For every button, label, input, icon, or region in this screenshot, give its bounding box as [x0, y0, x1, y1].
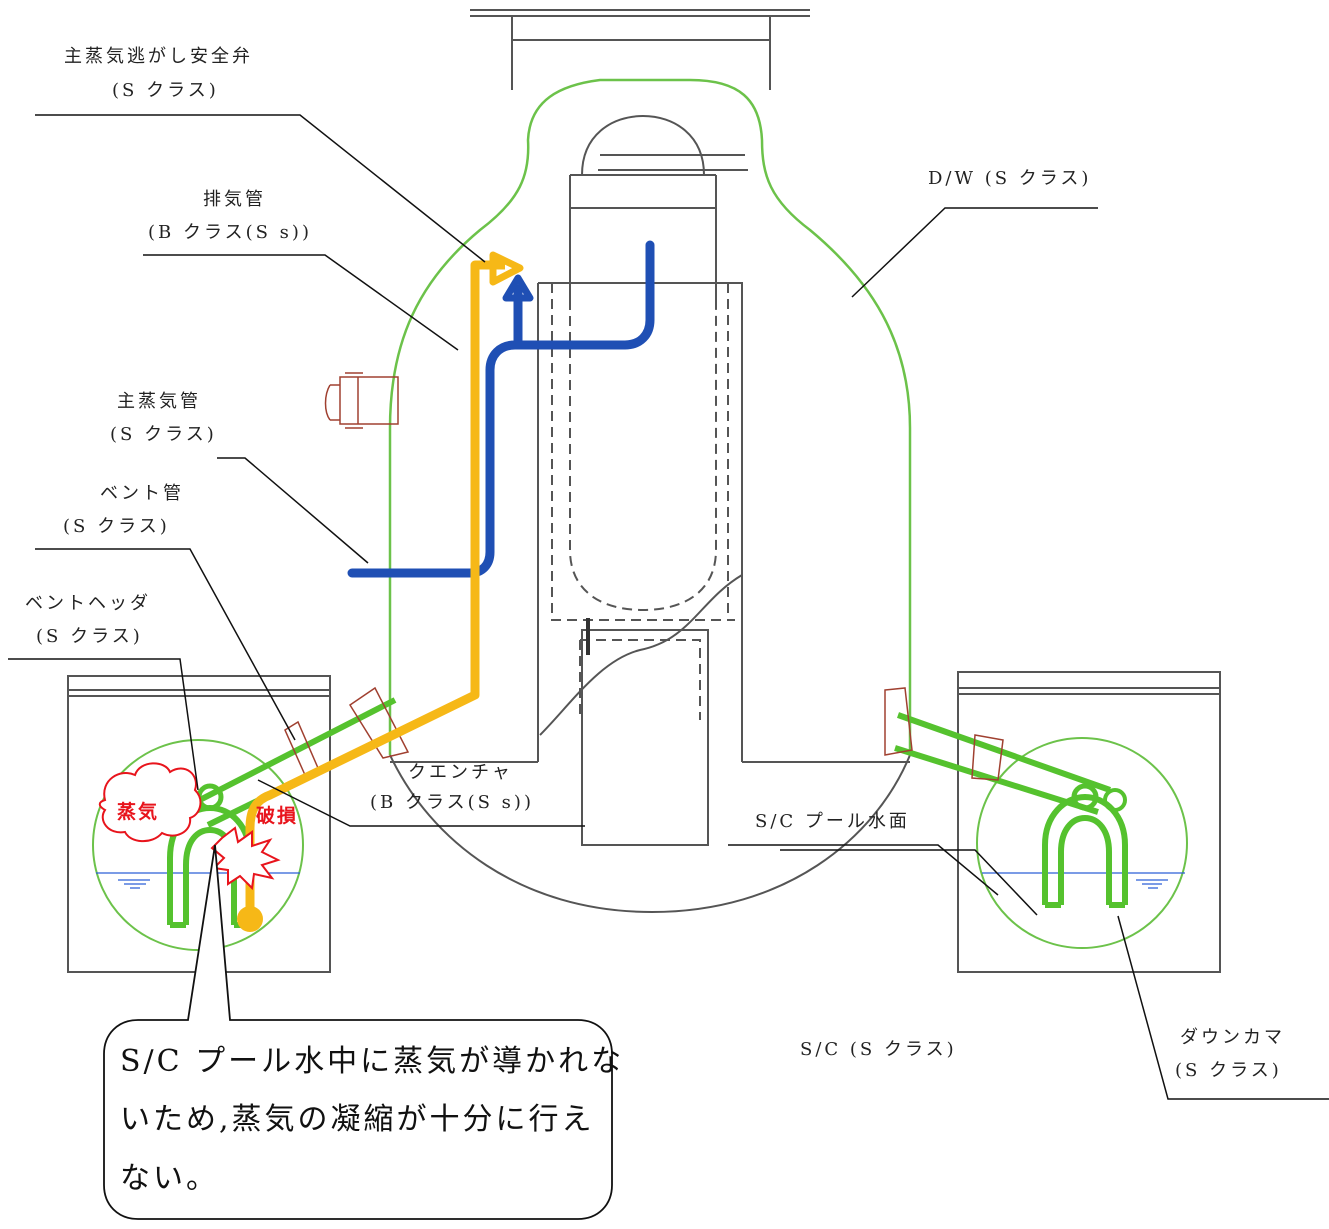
- exhaust-pipe-class-label: (B クラス(S s)): [148, 222, 312, 243]
- sc-label: S/C (S クラス): [800, 1039, 957, 1060]
- exhaust-line: [245, 260, 505, 918]
- vent-header-class-label: (S クラス): [36, 626, 143, 647]
- steam-cloud: 蒸気: [98, 762, 202, 843]
- quencher-end: [237, 906, 263, 932]
- drywell-label: D/W (S クラス): [928, 168, 1091, 189]
- callout-line-1: S/C プール水中に蒸気が導かれな: [120, 1044, 624, 1079]
- vent-header-label: ベントヘッダ: [25, 593, 151, 614]
- drywell-outline: [388, 78, 912, 755]
- steam-label: 蒸気: [117, 800, 159, 823]
- quencher-label: クエンチャ: [408, 762, 513, 783]
- exhaust-pipe-label: 排気管: [203, 189, 266, 210]
- quencher-class-label: (B クラス(S s)): [370, 792, 534, 813]
- explanation-callout: S/C プール水中に蒸気が導かれな いため,蒸気の凝縮が十分に行え ない。: [103, 844, 624, 1220]
- leader-lines: [8, 114, 1329, 1100]
- downcomer-label: ダウンカマ: [1180, 1027, 1285, 1048]
- callout-line-2: いため,蒸気の凝縮が十分に行え: [120, 1102, 595, 1137]
- sc-left-circle: [92, 739, 304, 951]
- msrv-class-label: (S クラス): [112, 80, 219, 101]
- main-steam-pipe-class-label: (S クラス): [110, 424, 217, 445]
- exhaust-arrow: [489, 251, 524, 286]
- main-steam-line: [347, 240, 655, 578]
- vent-pipe-class-label: (S クラス): [63, 516, 170, 537]
- vent-bellows-right: [884, 687, 1004, 781]
- damage-label: 破損: [256, 805, 298, 827]
- downcomer-class-label: (S クラス): [1175, 1060, 1282, 1081]
- building-structure: [67, 9, 1221, 973]
- sc-pool-surface-label: S/C プール水面: [755, 811, 910, 832]
- vent-system-right: [894, 712, 1128, 908]
- callout-line-3: ない。: [120, 1161, 219, 1196]
- main-steam-pipe-label: 主蒸気管: [117, 391, 201, 412]
- vent-pipe-label: ベント管: [100, 483, 184, 504]
- msrv-label: 主蒸気逃がし安全弁: [64, 46, 253, 67]
- main-steam-branch-arrow: [502, 274, 534, 302]
- reactor-vessel: [390, 114, 910, 763]
- penetration-component: [324, 372, 399, 429]
- sc-right-circle: [976, 737, 1188, 949]
